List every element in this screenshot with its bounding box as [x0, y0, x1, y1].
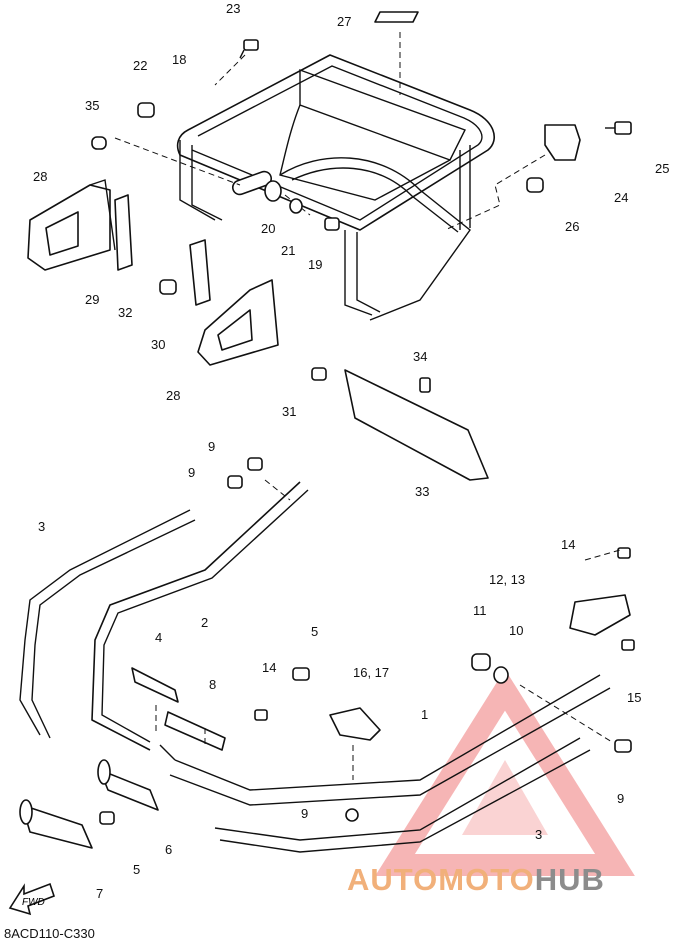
callout-30: 30	[151, 337, 166, 352]
bolt-icon	[614, 739, 632, 753]
callout-28-right: 28	[166, 388, 181, 403]
collar-icon	[264, 180, 282, 202]
callout-9a: 9	[208, 439, 216, 454]
callout-5-top: 5	[311, 624, 319, 639]
bracket-icon	[189, 239, 211, 306]
callout-9b: 9	[188, 465, 196, 480]
callout-7: 7	[96, 886, 104, 901]
washer-icon	[289, 198, 303, 214]
callout-24: 24	[614, 190, 629, 205]
callout-10: 10	[509, 623, 524, 638]
callout-14-top: 14	[561, 537, 576, 552]
callout-23: 23	[226, 1, 241, 16]
bolt-icon	[247, 457, 263, 471]
screw-icon	[621, 639, 635, 651]
bolt-icon	[227, 475, 243, 489]
callout-33: 33	[415, 484, 430, 499]
callout-27: 27	[337, 14, 352, 29]
forward-arrow-icon: FWD	[6, 878, 56, 923]
callout-8: 8	[209, 677, 217, 692]
screw-icon	[254, 709, 268, 721]
callout-3-left: 3	[38, 519, 46, 534]
label-sticker	[374, 11, 419, 23]
callout-3-right: 3	[535, 827, 543, 842]
callout-9d: 9	[301, 806, 309, 821]
callout-26: 26	[565, 219, 580, 234]
callout-5-bottom: 5	[133, 862, 141, 877]
side-cover-right	[197, 279, 279, 366]
bolt-icon	[99, 811, 115, 825]
screw-icon	[617, 547, 631, 559]
guard-bar-3-right	[214, 737, 591, 853]
screw-icon	[419, 377, 431, 393]
callout-4: 4	[155, 630, 163, 645]
callout-9c: 9	[617, 791, 625, 806]
callout-12-13: 12, 13	[489, 572, 526, 587]
callout-35: 35	[85, 98, 100, 113]
callout-25: 25	[655, 161, 670, 176]
diagram-code: 8ACD110-C330	[4, 926, 95, 941]
bolt-icon	[605, 121, 632, 135]
grommet-icon	[91, 136, 107, 150]
guard-bar-3-left	[19, 509, 196, 739]
grip-7	[19, 799, 93, 849]
nut-icon	[159, 279, 177, 295]
guard-bar-2	[91, 481, 309, 751]
callout-19: 19	[308, 257, 323, 272]
callout-16-17: 16, 17	[353, 665, 390, 680]
callout-1: 1	[421, 707, 429, 722]
callout-34: 34	[413, 349, 428, 364]
callout-29: 29	[85, 292, 100, 307]
clamp-icon	[164, 711, 226, 751]
nut-icon	[137, 102, 155, 118]
main-bar-1	[159, 674, 611, 806]
callout-15: 15	[627, 690, 642, 705]
callout-14-mid: 14	[262, 660, 277, 675]
callout-22: 22	[133, 58, 148, 73]
callout-20: 20	[261, 221, 276, 236]
rear-carrier-rack	[114, 32, 546, 321]
bolt-icon	[239, 39, 259, 59]
callout-31: 31	[282, 404, 297, 419]
callout-6: 6	[165, 842, 173, 857]
switch-box	[569, 594, 631, 636]
mud-flap-plate	[344, 369, 489, 481]
nut-icon	[471, 653, 491, 671]
bracket-icon	[114, 194, 133, 271]
side-cover-left	[27, 179, 116, 271]
callout-21: 21	[281, 243, 296, 258]
watermark-text: AUTOMOTOHUB	[347, 862, 605, 897]
callout-2: 2	[201, 615, 209, 630]
callout-18: 18	[172, 52, 187, 67]
grip-6	[97, 759, 159, 811]
bolt-icon	[292, 667, 310, 681]
callout-11: 11	[473, 603, 487, 618]
svg-text:FWD: FWD	[22, 897, 45, 908]
washer-icon	[493, 666, 509, 684]
plate-icon	[131, 667, 179, 703]
callout-32: 32	[118, 305, 133, 320]
bracket-icon	[544, 124, 581, 161]
screw-icon	[345, 808, 359, 822]
bolt-icon	[311, 367, 327, 381]
nut-icon	[526, 177, 544, 193]
bolt-icon	[324, 217, 340, 231]
callout-28-left: 28	[33, 169, 48, 184]
bracket-icon	[329, 707, 381, 741]
